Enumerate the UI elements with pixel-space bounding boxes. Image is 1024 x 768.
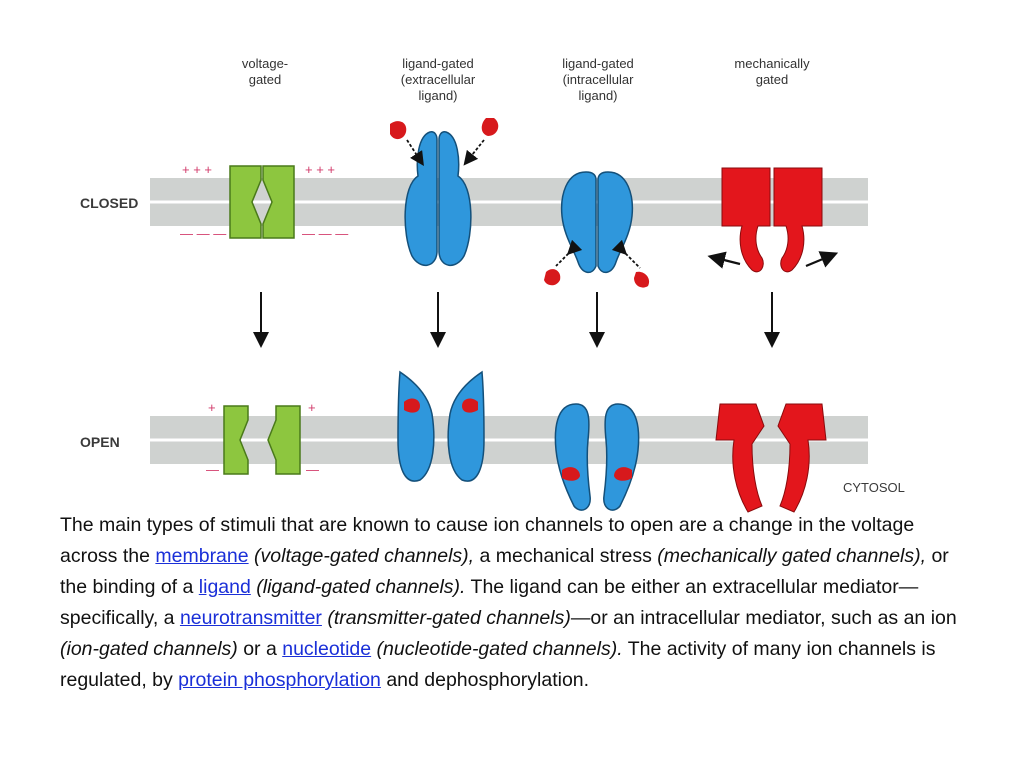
charge-minus-right-closed: — — — <box>302 226 348 241</box>
ligand-molecule-1 <box>390 121 407 140</box>
charge-plus-right-closed: + + + <box>305 162 335 177</box>
mechanical-channel-closed <box>721 167 823 273</box>
link-protein-phosphorylation[interactable]: protein phosphorylation <box>178 669 381 691</box>
ligand-molecule-4 <box>634 271 650 288</box>
link-nucleotide[interactable]: nucleotide <box>282 638 372 660</box>
ion-channel-diagram: voltage- gated ligand-gated (extracellul… <box>80 56 905 513</box>
ligand-channel-intracellular-closed <box>560 171 634 274</box>
ligand-arrow-1 <box>406 139 424 167</box>
ligand-arrow-2 <box>463 139 485 166</box>
caption-italic: (transmitter-gated channels) <box>321 607 571 629</box>
svg-text:ligand-gated: ligand-gated <box>562 56 634 71</box>
svg-text:mechanically: mechanically <box>734 56 810 71</box>
caption-italic: (mechanically gated channels), <box>657 545 927 567</box>
svg-text:voltage-: voltage- <box>242 56 288 71</box>
column-header-voltage: voltage- gated <box>242 56 288 87</box>
voltage-channel-closed <box>229 165 295 239</box>
force-arrow-left <box>707 251 741 269</box>
caption-italic: (ligand-gated channels). <box>250 576 466 598</box>
ligand-channel-extracellular-closed <box>404 131 472 266</box>
bound-ligand-2 <box>462 398 478 413</box>
ligand-arrow-3 <box>555 239 583 267</box>
charge-minus-right-open: — <box>306 462 319 477</box>
ligand-molecule-3 <box>544 269 561 286</box>
row-label-open: OPEN <box>80 434 120 450</box>
caption-text: a mechanical stress <box>474 545 658 567</box>
link-neurotransmitter[interactable]: neurotransmitter <box>179 607 322 629</box>
charge-minus-left-open: — <box>206 462 219 477</box>
svg-text:ligand): ligand) <box>578 88 617 103</box>
caption-text: or the binding of a <box>60 545 949 598</box>
caption-text: The activity of many ion channels is reg… <box>60 638 936 691</box>
link-membrane[interactable]: membrane <box>155 545 249 567</box>
caption-text: and dephosphorylation. <box>380 669 590 691</box>
cytosol-label: CYTOSOL <box>843 480 905 495</box>
caption-italic: (ion-gated channels) <box>60 638 238 660</box>
ligand-molecule-2 <box>481 118 499 136</box>
mechanical-channel-open <box>715 403 827 513</box>
svg-text:(extracellular: (extracellular <box>401 72 476 87</box>
bound-ligand-4 <box>614 467 632 481</box>
caption-italic: (voltage-gated channels), <box>248 545 475 567</box>
bound-ligand-1 <box>404 398 420 413</box>
ligand-channel-intracellular-open <box>554 403 640 511</box>
svg-text:(intracellular: (intracellular <box>563 72 634 87</box>
bound-ligand-3 <box>562 467 580 481</box>
caption-text: The ligand can be either an extracellula… <box>60 576 919 629</box>
voltage-channel-open <box>223 405 301 475</box>
svg-text:gated: gated <box>249 72 282 87</box>
column-header-ligand-extracellular: ligand-gated (extracellular ligand) <box>401 56 476 103</box>
ligand-channel-extracellular-open <box>397 370 485 482</box>
charge-plus-right-open: + <box>308 400 316 415</box>
column-header-ligand-intracellular: ligand-gated (intracellular ligand) <box>562 56 634 103</box>
row-label-closed: CLOSED <box>80 195 138 211</box>
force-arrow-right <box>805 251 839 268</box>
transition-arrows <box>253 292 780 348</box>
caption-italic: (nucleotide-gated channels). <box>371 638 623 660</box>
svg-text:gated: gated <box>756 72 789 87</box>
charge-plus-left-closed: + + + <box>182 162 212 177</box>
ligand-arrow-4 <box>611 239 641 269</box>
caption-text: or a <box>237 638 283 660</box>
charge-minus-left-closed: — — — <box>180 226 226 241</box>
caption-text: The main types of stimuli that are known… <box>60 514 915 567</box>
caption-paragraph: The main types of stimuli that are known… <box>60 510 960 696</box>
link-ligand[interactable]: ligand <box>198 576 251 598</box>
svg-text:ligand-gated: ligand-gated <box>402 56 474 71</box>
svg-text:ligand): ligand) <box>418 88 457 103</box>
column-header-mechanical: mechanically gated <box>734 56 810 87</box>
caption-text: —or an intracellular mediator, such as a… <box>570 607 957 629</box>
charge-plus-left-open: + <box>208 400 216 415</box>
